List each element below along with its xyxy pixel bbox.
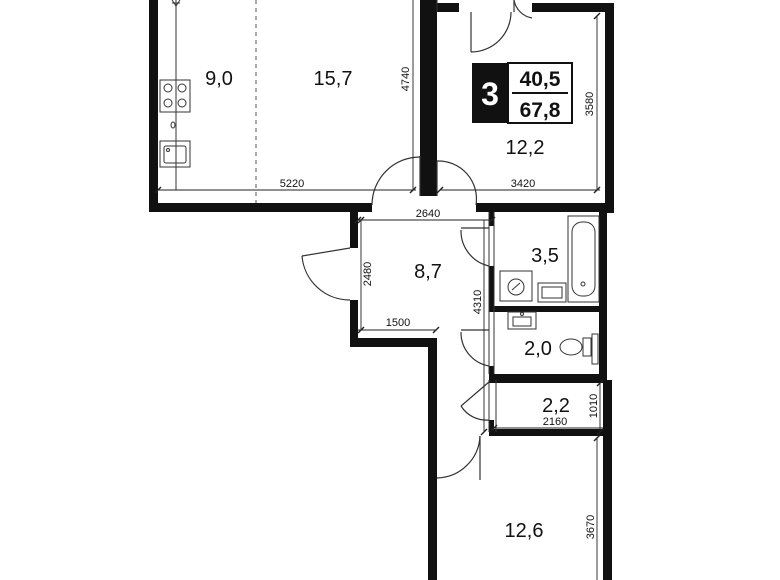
bath-sink-icon (537, 282, 567, 303)
room-area-bathroom: 3,5 (531, 245, 559, 267)
washing-machine-icon (499, 270, 533, 302)
walls (149, 0, 614, 580)
dimension-label: 3420 (511, 178, 535, 190)
stove-icon (159, 79, 191, 113)
room-area-wc: 2,0 (524, 338, 552, 360)
dimension-label: 3580 (584, 92, 596, 116)
dimension-lines (158, 0, 603, 580)
dimension-label: 4310 (472, 290, 484, 314)
kitchen-counter (158, 0, 177, 191)
area-badge: 3 40,5 67,8 (472, 62, 573, 124)
dimension-label: 2480 (362, 262, 374, 286)
kitchen-sink-icon (159, 140, 191, 168)
dimension-label: 1010 (588, 394, 600, 418)
living-area: 40,5 (520, 68, 561, 91)
rooms-count-box (472, 63, 508, 123)
wc-sink-icon (507, 311, 537, 330)
room-area-storage: 2,2 (542, 395, 570, 417)
door-bedroom-bottom[interactable] (436, 435, 481, 480)
total-area: 67,8 (520, 99, 561, 122)
rooms-count: 3 (481, 76, 499, 112)
dimension-ticks (154, 12, 604, 442)
room-area-living: 15,7 (314, 68, 353, 90)
door-bedroom-top[interactable] (436, 160, 478, 206)
bathtub-icon (567, 215, 600, 303)
door-storage[interactable] (460, 381, 490, 421)
room-area-bedroom-top: 12,2 (506, 137, 545, 159)
dimension-label: 1500 (386, 317, 410, 329)
door-entrance[interactable] (301, 247, 351, 301)
toilet-icon (559, 333, 599, 365)
dimension-label: 5220 (280, 178, 304, 190)
area-box (507, 62, 573, 124)
door-wc[interactable] (460, 329, 490, 367)
room-area-kitchen: 9,0 (205, 68, 233, 90)
dimension-label: 3670 (585, 515, 597, 539)
room-area-bedroom-bottom: 12,6 (505, 520, 544, 542)
fan-icon (171, 0, 181, 7)
thin-lines (436, 0, 497, 432)
dimension-label: 4740 (400, 67, 412, 91)
door-living[interactable] (371, 156, 421, 206)
dimension-label: 2640 (416, 208, 440, 220)
dimension-label: 2160 (543, 416, 567, 428)
door-bathroom[interactable] (460, 227, 490, 267)
faucet-icon (170, 121, 176, 129)
door-top-bedroom[interactable] (470, 0, 533, 53)
room-area-hall: 8,7 (414, 261, 442, 283)
